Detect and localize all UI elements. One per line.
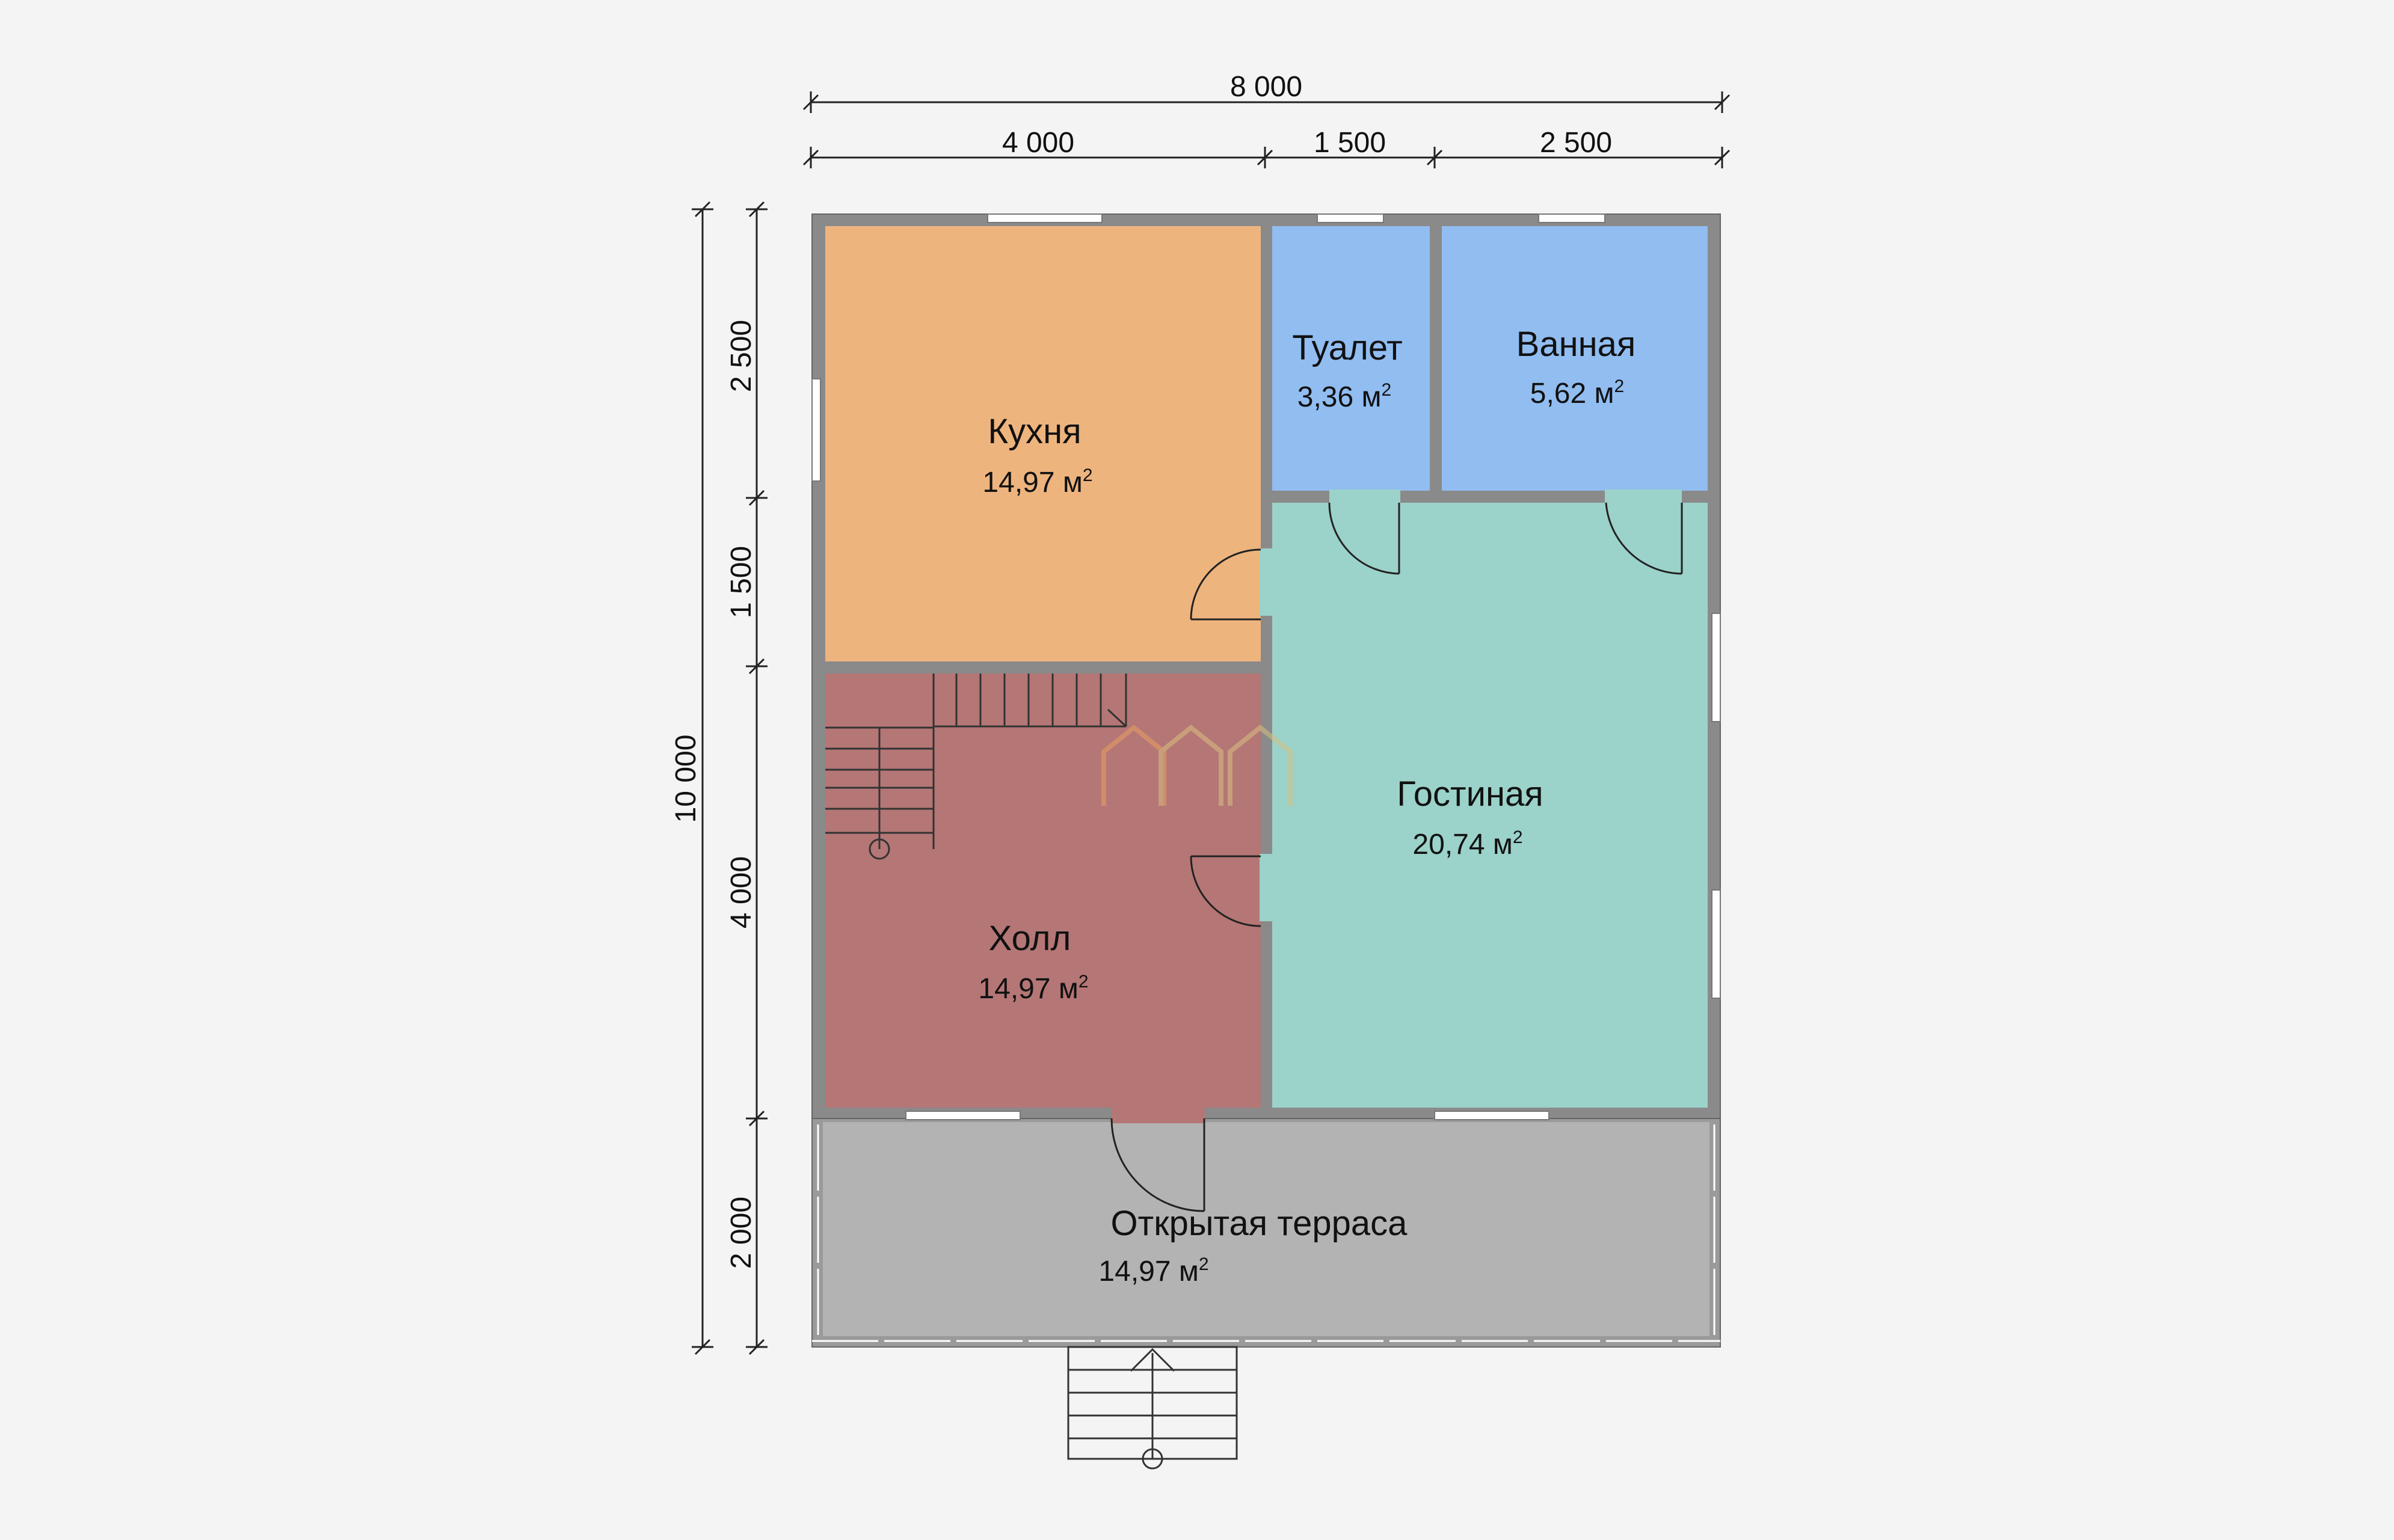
room-toilet — [1272, 226, 1430, 491]
door-opening — [1605, 489, 1682, 504]
room-area: 3,36 м2 — [1297, 380, 1391, 413]
watermark-logo — [1101, 724, 1293, 806]
dimension-label: 1 500 — [725, 546, 757, 618]
dimension-label: 1 500 — [1314, 127, 1386, 159]
hall-label: Холл 14,97 м2 — [978, 919, 1088, 1005]
terrace-railing — [812, 1124, 1720, 1342]
room-name: Кухня — [988, 412, 1081, 451]
entry-steps — [1067, 1346, 1238, 1470]
dimension-label: 10 000 — [670, 735, 702, 823]
door-swings — [1110, 502, 1683, 1212]
room-name: Туалет — [1292, 328, 1403, 367]
windows — [811, 213, 1721, 1120]
room-terrace — [823, 1122, 1709, 1336]
room-name: Гостиная — [1397, 775, 1543, 814]
room-area: 14,97 м2 — [982, 465, 1092, 499]
dimension-label: 2 000 — [725, 1197, 757, 1269]
door-opening — [1260, 548, 1274, 616]
dimension-label: 4 000 — [725, 856, 757, 928]
dimension-label: 2 500 — [725, 320, 757, 392]
room-hall — [825, 673, 1261, 1108]
terrace-label: Открытая терраса 14,97 м2 — [1098, 1204, 1408, 1287]
room-area: 14,97 м2 — [1098, 1254, 1208, 1287]
door-opening — [1260, 854, 1274, 921]
kitchen-label: Кухня 14,97 м2 — [982, 412, 1092, 499]
dimension-label: 4 000 — [1002, 127, 1074, 159]
toilet-label: Туалет 3,36 м2 — [1292, 328, 1403, 413]
room-area: 14,97 м2 — [978, 972, 1088, 1005]
living-label: Гостиная 20,74 м2 — [1397, 775, 1543, 860]
door-opening — [1329, 489, 1400, 504]
room-kitchen — [825, 226, 1261, 661]
top-dimension-segments: 4 000 1 500 2 500 — [802, 127, 1731, 168]
left-dimension-segments: 2 500 1 500 4 000 2 000 — [725, 201, 768, 1355]
dimension-label: 2 500 — [1540, 127, 1612, 159]
room-name: Открытая терраса — [1111, 1204, 1408, 1243]
room-area: 20,74 м2 — [1412, 827, 1522, 860]
room-name: Ванная — [1516, 325, 1636, 364]
room-living — [1272, 503, 1708, 1108]
interior-staircase — [825, 673, 1127, 860]
bath-label: Ванная 5,62 м2 — [1516, 325, 1636, 410]
room-name: Холл — [989, 919, 1071, 958]
room-bath — [1442, 226, 1708, 491]
door-opening — [1112, 1106, 1205, 1123]
dimension-label: 8 000 — [1230, 71, 1302, 103]
room-area: 5,62 м2 — [1530, 376, 1624, 410]
top-dimension-total: 8 000 — [802, 71, 1731, 113]
left-dimension-total: 10 000 — [670, 201, 713, 1355]
